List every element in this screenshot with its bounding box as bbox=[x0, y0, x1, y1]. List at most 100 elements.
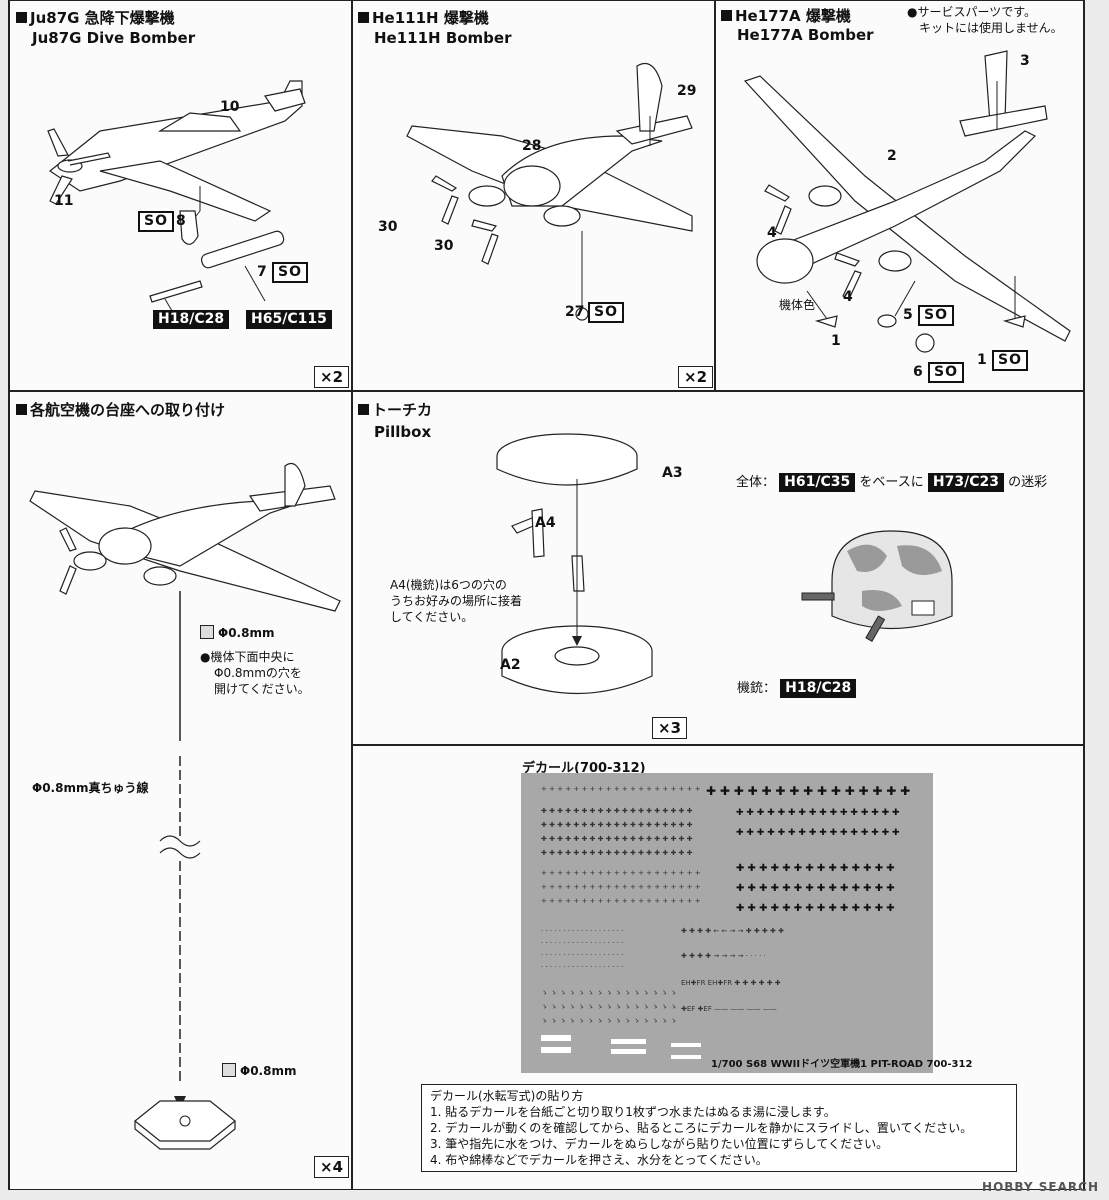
he111-title-en: He111H Bomber bbox=[374, 29, 512, 47]
he111-part-30b: 30 bbox=[434, 238, 454, 254]
he111-illustration bbox=[406, 62, 693, 321]
ju87-part-11: 11 bbox=[54, 193, 74, 209]
pillbox-exploded-illustration bbox=[496, 433, 653, 694]
svg-text:+ + + + + + + + + + + + + + +: + + + + + + + + + + + + + + + + + + + + bbox=[541, 785, 701, 793]
mount-note-1: ●機体下面中央に bbox=[200, 650, 295, 664]
svg-text:✚ ✚ ✚ ✚ ✚ ✚ ✚ ✚ ✚ ✚ ✚ ✚ ✚ ✚ ✚: ✚ ✚ ✚ ✚ ✚ ✚ ✚ ✚ ✚ ✚ ✚ ✚ ✚ ✚ ✚ ✚ ✚ ✚ ✚ bbox=[541, 807, 693, 815]
drill-size-upper: Φ0.8mm bbox=[200, 625, 274, 640]
pillbox-multiplier: ×3 bbox=[652, 717, 688, 739]
ju87-illustration bbox=[47, 80, 306, 317]
instruction-sheet: Ju87G 急降下爆撃機 Ju87G Dive Bomber bbox=[8, 0, 1085, 1190]
svg-text:ゝ ゝ ゝ ゝ ゝ ゝ ゝ ゝ ゝ ゝ ゝ ゝ ゝ ゝ ゝ: ゝ ゝ ゝ ゝ ゝ ゝ ゝ ゝ ゝ ゝ ゝ ゝ ゝ ゝ ゝ bbox=[541, 1017, 677, 1025]
ju87-panel: Ju87G 急降下爆撃機 Ju87G Dive Bomber bbox=[9, 0, 353, 392]
svg-text:✚ ✚ ✚ ✚ ✚ ✚ ✚ ✚ ✚ ✚ ✚ ✚ ✚ ✚ ✚: ✚ ✚ ✚ ✚ ✚ ✚ ✚ ✚ ✚ ✚ ✚ ✚ ✚ ✚ ✚ bbox=[706, 784, 910, 798]
svg-text:EH✚FR EH✚FR ✚ ✚ ✚ ✚ ✚ ✚: EH✚FR EH✚FR ✚ ✚ ✚ ✚ ✚ ✚ bbox=[681, 979, 781, 987]
svg-text:✚EF ✚EF —— —— —— ——: ✚EF ✚EF —— —— —— —— bbox=[681, 1005, 777, 1013]
display-base-illustration bbox=[134, 1100, 236, 1150]
watermark: HOBBY SEARCH bbox=[982, 1180, 1099, 1194]
howto-title: デカール(水転写式)の貼り方 bbox=[430, 1089, 584, 1103]
svg-text:✚ ✚ ✚ ✚ ✚ ✚ ✚ ✚ ✚ ✚ ✚ ✚ ✚ ✚ ✚: ✚ ✚ ✚ ✚ ✚ ✚ ✚ ✚ ✚ ✚ ✚ ✚ ✚ ✚ ✚ ✚ ✚ ✚ ✚ bbox=[541, 821, 693, 829]
drill-bit-icon bbox=[200, 625, 214, 639]
pillbox-note-2: うちお好みの場所に接着 bbox=[390, 594, 523, 608]
ju87-so-mark-8: SO bbox=[138, 211, 174, 232]
he177-title-jp: He177A 爆撃機 bbox=[721, 7, 851, 26]
svg-text:+ + + + + + + + + + + + + + +: + + + + + + + + + + + + + + + + + + + + bbox=[541, 897, 701, 905]
pillbox-note-1: A4(機銃)は6つの穴の bbox=[390, 578, 507, 592]
mount-title: 各航空機の台座への取り付け bbox=[16, 401, 225, 420]
svg-text:✚ ✚ ✚ ✚ ✚ ✚ ✚ ✚ ✚ ✚ ✚ ✚ ✚ ✚ ✚: ✚ ✚ ✚ ✚ ✚ ✚ ✚ ✚ ✚ ✚ ✚ ✚ ✚ ✚ ✚ ✚ ✚ ✚ ✚ bbox=[541, 849, 693, 857]
svg-text:✚ ✚ ✚ ✚ ✚ ✚ ✚ ✚ ✚ ✚ ✚ ✚ ✚ ✚ ✚: ✚ ✚ ✚ ✚ ✚ ✚ ✚ ✚ ✚ ✚ ✚ ✚ ✚ ✚ ✚ ✚ ✚ ✚ ✚ bbox=[541, 835, 693, 843]
pillbox-panel: トーチカ Pillbox A3 A4 A2 A4(機銃)は6つの穴の うちお好み… bbox=[351, 390, 1084, 746]
svg-text:ゝ ゝ ゝ ゝ ゝ ゝ ゝ ゝ ゝ ゝ ゝ ゝ ゝ ゝ ゝ: ゝ ゝ ゝ ゝ ゝ ゝ ゝ ゝ ゝ ゝ ゝ ゝ ゝ ゝ ゝ bbox=[541, 989, 677, 997]
svg-text:✚ ✚ ✚ ✚ ✚ ✚ ✚ ✚ ✚ ✚ ✚ ✚ ✚ ✚: ✚ ✚ ✚ ✚ ✚ ✚ ✚ ✚ ✚ ✚ ✚ ✚ ✚ ✚ bbox=[736, 863, 895, 874]
he111-title-jp: He111H 爆撃機 bbox=[358, 9, 489, 28]
he177-so-mark-5: SO bbox=[918, 305, 954, 326]
ju87-part-10: 10 bbox=[220, 99, 240, 115]
he111-so-mark: SO bbox=[588, 302, 624, 323]
pillbox-part-a2: A2 bbox=[500, 657, 521, 673]
he111-part-28: 28 bbox=[522, 138, 542, 154]
svg-text:· · · · · · · · · · · · · · ·: · · · · · · · · · · · · · · · · · · · bbox=[541, 939, 623, 947]
mount-note-2: Φ0.8mmの穴を bbox=[214, 666, 302, 680]
svg-text:· · · · · · · · · · · · · · ·: · · · · · · · · · · · · · · · · · · · bbox=[541, 927, 623, 935]
pillbox-gun-paint: H18/C28 bbox=[780, 679, 857, 698]
decal-crosses-row: ✚ ✚ ✚ ✚ ✚ ✚ ✚ ✚ ✚ ✚ ✚ ✚ ✚ ✚ ✚ ✚ ✚ ✚ ✚ ✚ … bbox=[706, 784, 910, 914]
pillbox-title-jp: トーチカ bbox=[358, 401, 432, 420]
he177-part-1a: 1 bbox=[831, 333, 841, 349]
mount-note-3: 開けてください。 bbox=[214, 682, 310, 696]
he111-part-29: 29 bbox=[677, 83, 697, 99]
ju87-part-8: 8 bbox=[176, 213, 186, 229]
brass-wire-label: Φ0.8mm真ちゅう線 bbox=[32, 781, 149, 795]
he177-part-5: 5 bbox=[903, 307, 913, 323]
ju87-title-en: Ju87G Dive Bomber bbox=[32, 29, 196, 47]
drill-size-lower: Φ0.8mm bbox=[222, 1063, 296, 1078]
brass-wire-illustration bbox=[159, 591, 201, 1109]
he177-part-1b: 1 bbox=[977, 352, 987, 368]
he177-illustration bbox=[743, 50, 1071, 353]
svg-text:✚ ✚ ✚ ✚ ✚ ✚ ✚ ✚ ✚ ✚ ✚ ✚ ✚ ✚ ✚: ✚ ✚ ✚ ✚ ✚ ✚ ✚ ✚ ✚ ✚ ✚ ✚ ✚ ✚ ✚ ✚ bbox=[736, 808, 900, 818]
drill-bit-icon-2 bbox=[222, 1063, 236, 1077]
mount-panel: 各航空機の台座への取り付け bbox=[9, 390, 353, 1190]
svg-text:✚ ✚ ✚ ✚ ✚ ✚ ✚ ✚ ✚ ✚ ✚ ✚ ✚ ✚ ✚: ✚ ✚ ✚ ✚ ✚ ✚ ✚ ✚ ✚ ✚ ✚ ✚ ✚ ✚ ✚ ✚ bbox=[736, 828, 900, 838]
decal-markings: ✚ ✚ ✚ ✚ ✚ ✚ ✚ ✚ ✚ ✚ ✚ ✚ ✚ ✚ ✚ ✚ ✚ ✚ ✚ ✚ … bbox=[541, 784, 910, 1059]
pillbox-title-en: Pillbox bbox=[374, 423, 432, 441]
he177-body-color-label: 機体色 bbox=[779, 298, 816, 312]
svg-text:· · · · · · · · · · · · · · ·: · · · · · · · · · · · · · · · · · · · bbox=[541, 951, 623, 959]
howto-step-2: 2. デカールが動くのを確認してから、貼るところにデカールを静かにスライドし、置… bbox=[430, 1121, 973, 1135]
pillbox-part-a4: A4 bbox=[535, 515, 556, 531]
decal-panel: デカール(700-312) bbox=[351, 744, 1084, 1190]
svg-text:+ + + + + + + + + + + + + + +: + + + + + + + + + + + + + + + + + + + + bbox=[541, 883, 701, 891]
svg-text:✚ ✚ ✚ ✚ → → → → · · · · ·: ✚ ✚ ✚ ✚ → → → → · · · · · bbox=[681, 952, 766, 960]
svg-text:+ + + + + + + + + + + + + + +: + + + + + + + + + + + + + + + + + + + + bbox=[541, 869, 701, 877]
pillbox-paint-camo: H73/C23 bbox=[927, 473, 1004, 492]
ju87-paint-h65: H65/C115 bbox=[246, 310, 332, 329]
he177-so-mark-6: SO bbox=[928, 362, 964, 383]
pillbox-note-3: してください。 bbox=[390, 610, 474, 624]
he177-part-3: 3 bbox=[1020, 53, 1030, 69]
decal-sheet: ✚ ✚ ✚ ✚ ✚ ✚ ✚ ✚ ✚ ✚ ✚ ✚ ✚ ✚ ✚ ✚ ✚ ✚ ✚ ✚ … bbox=[521, 773, 972, 1073]
he177-panel: He177A 爆撃機 He177A Bomber ●サービスパーツです。 キット… bbox=[714, 0, 1084, 392]
ju87-title-jp: Ju87G 急降下爆撃機 bbox=[16, 9, 175, 28]
he177-title-en: He177A Bomber bbox=[737, 26, 874, 44]
pillbox-part-a3: A3 bbox=[662, 465, 683, 481]
mount-aircraft-illustration bbox=[29, 462, 341, 612]
he177-so-mark-1: SO bbox=[992, 350, 1028, 371]
howto-step-1: 1. 貼るデカールを台紙ごと切り取り1枚ずつ水またはぬるま湯に浸します。 bbox=[430, 1105, 836, 1119]
svg-text:✚ ✚ ✚ ✚ ✚ ✚ ✚ ✚ ✚ ✚ ✚ ✚ ✚ ✚: ✚ ✚ ✚ ✚ ✚ ✚ ✚ ✚ ✚ ✚ ✚ ✚ ✚ ✚ bbox=[736, 903, 895, 914]
ju87-part-7: 7 bbox=[257, 264, 267, 280]
he111-part-27: 27 bbox=[565, 304, 585, 320]
mount-multiplier: ×4 bbox=[314, 1156, 350, 1178]
he177-service-note-2: キットには使用しません。 bbox=[919, 21, 1063, 35]
howto-step-4: 4. 布や綿棒などでデカールを押さえ、水分をとってください。 bbox=[430, 1153, 768, 1167]
decal-small-crosses: + + + + + + + + + + + + + + + + + + + + … bbox=[541, 785, 784, 1025]
pillbox-paint-base: H61/C35 bbox=[779, 473, 856, 492]
he111-part-30a: 30 bbox=[378, 219, 398, 235]
pillbox-gun-line: 機銃： H18/C28 bbox=[737, 679, 857, 698]
svg-text:ゝ ゝ ゝ ゝ ゝ ゝ ゝ ゝ ゝ ゝ ゝ ゝ ゝ ゝ ゝ: ゝ ゝ ゝ ゝ ゝ ゝ ゝ ゝ ゝ ゝ ゝ ゝ ゝ ゝ ゝ bbox=[541, 1003, 677, 1011]
howto-step-3: 3. 筆や指先に水をつけ、デカールをぬらしながら貼りたい位置にずらしてください。 bbox=[430, 1137, 889, 1151]
ju87-paint-h18: H18/C28 bbox=[153, 310, 230, 329]
svg-text:✚ ✚ ✚ ✚ ← ← → → ✚ ✚ ✚ ✚ ✚: ✚ ✚ ✚ ✚ ← ← → → ✚ ✚ ✚ ✚ ✚ bbox=[681, 927, 784, 935]
ju87-so-mark-7: SO bbox=[272, 262, 308, 283]
he177-part-4b: 4 bbox=[843, 289, 853, 305]
ju87-multiplier: ×2 bbox=[314, 366, 350, 388]
